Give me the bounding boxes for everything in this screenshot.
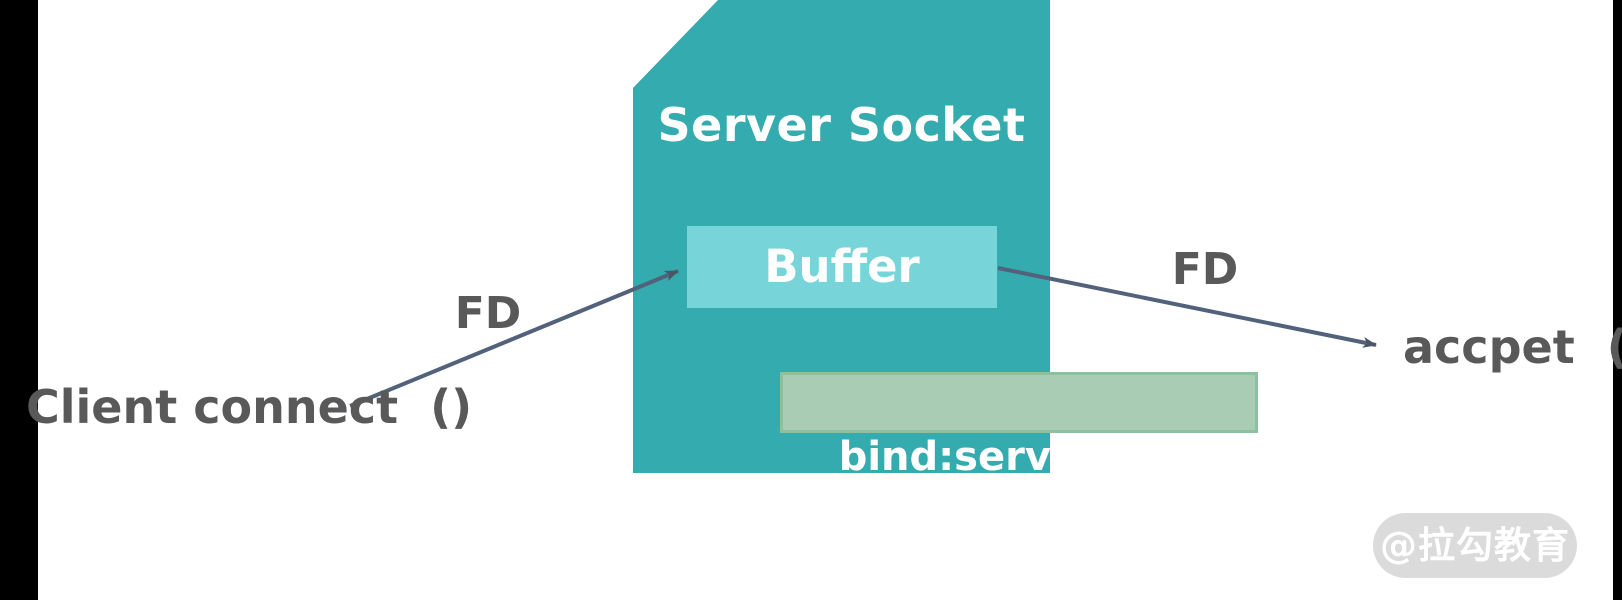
lagou-watermark-pill: @拉勾教育 — [1373, 513, 1577, 578]
client-connect-label: Client connect () — [26, 380, 473, 434]
fd-label-right: FD — [1171, 244, 1239, 295]
right-edge-bar — [1613, 0, 1622, 600]
buffer-label: Buffer — [764, 240, 920, 293]
fd-label-left: FD — [454, 288, 522, 339]
client-to-buffer-arrow — [349, 269, 679, 408]
server-socket-title: Server Socket — [657, 98, 1026, 152]
buffer-box: Buffer — [687, 226, 997, 308]
bind-address-label: bind:server address,port:80 — [838, 434, 1473, 480]
accept-label: accpet () — [1403, 320, 1622, 374]
watermark-text: @拉勾教育 — [1380, 524, 1570, 567]
bind-address-tag: bind:server address,port:80 — [780, 372, 1472, 480]
left-edge-bar — [0, 0, 38, 600]
buffer-to-accept-arrow — [997, 266, 1377, 348]
